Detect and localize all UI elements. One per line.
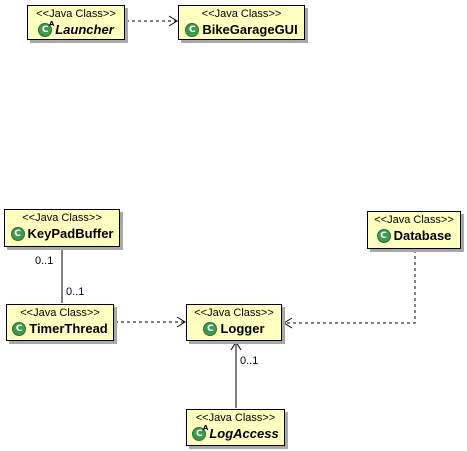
multiplicity-keypadbuffer-end: 0..1 bbox=[35, 255, 54, 267]
class-name: TimerThread bbox=[29, 321, 108, 336]
class-name: LogAccess bbox=[209, 426, 279, 441]
class-stereotype: <<Java Class>> bbox=[374, 214, 454, 226]
association-logaccess-to-logger bbox=[230, 341, 242, 408]
class-name: KeyPadBuffer bbox=[27, 226, 114, 241]
dependency-database-to-logger bbox=[283, 250, 416, 329]
class-name-row: C TimerThread bbox=[7, 321, 113, 337]
class-stereotype: <<Java Class>> bbox=[195, 412, 276, 424]
class-stereotype: <<Java Class>> bbox=[36, 8, 116, 20]
class-name-row: C Database bbox=[368, 228, 460, 244]
multiplicity-timerthread-end: 0..1 bbox=[66, 286, 85, 298]
class-logger[interactable]: <<Java Class>> C Logger bbox=[186, 304, 282, 341]
class-database[interactable]: <<Java Class>> C Database bbox=[367, 211, 461, 249]
class-icon: C bbox=[12, 322, 27, 336]
class-stereotype: <<Java Class>> bbox=[20, 307, 100, 319]
class-name-row: C KeyPadBuffer bbox=[5, 226, 119, 242]
class-timerthread[interactable]: <<Java Class>> C TimerThread bbox=[6, 304, 114, 341]
class-name: Database bbox=[393, 228, 452, 243]
class-icon: C bbox=[185, 23, 200, 37]
class-name: Logger bbox=[220, 321, 265, 336]
class-bikegaragegui[interactable]: <<Java Class>> C BikeGarageGUI bbox=[178, 5, 305, 40]
class-stereotype: <<Java Class>> bbox=[22, 212, 102, 224]
class-keypadbuffer[interactable]: <<Java Class>> C KeyPadBuffer bbox=[4, 209, 120, 247]
class-icon: C bbox=[376, 229, 391, 243]
class-name: Launcher bbox=[55, 22, 114, 37]
class-icon: C bbox=[10, 227, 25, 241]
dependency-timerthread-to-logger bbox=[115, 316, 186, 328]
class-name-row: C BikeGarageGUI bbox=[179, 22, 304, 38]
multiplicity-logger-end: 0..1 bbox=[240, 355, 259, 367]
class-name-row: C Logger bbox=[187, 321, 281, 337]
class-name: BikeGarageGUI bbox=[202, 22, 298, 37]
class-stereotype: <<Java Class>> bbox=[201, 8, 282, 20]
dependency-launcher-to-bikegaragegui bbox=[126, 15, 178, 27]
class-icon: C bbox=[203, 322, 218, 336]
class-stereotype: <<Java Class>> bbox=[194, 307, 274, 319]
